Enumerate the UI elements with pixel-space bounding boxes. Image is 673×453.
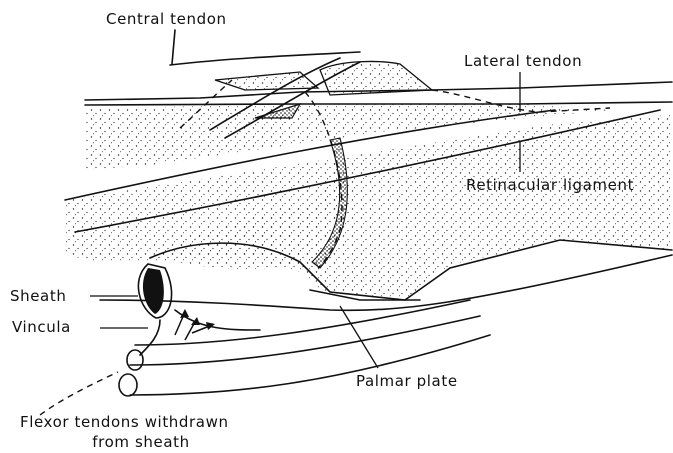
flexor-tendons-label-line1: Flexor tendons withdrawn: [20, 413, 229, 431]
dorsal-edge-lower: [85, 102, 672, 105]
retinacular-ligament-label: Retinacular ligament: [466, 176, 634, 194]
vincula-arrowhead-1: [180, 309, 189, 318]
leader-palmar-plate: [340, 306, 378, 368]
sheath-opening: [143, 268, 164, 314]
flexor-stub-2: [119, 374, 137, 396]
lateral-tendon-label: Lateral tendon: [464, 52, 582, 70]
vincula-thread-1: [140, 320, 160, 355]
flexor-tendon-lower: [130, 316, 480, 365]
central-tendon-pointer: [172, 30, 175, 64]
central-tendon-line: [170, 52, 360, 65]
vincula-thread-2: [175, 310, 260, 330]
dashed-flexor-lead: [40, 372, 118, 415]
flexor-tendons-label-line2: from sheath: [20, 433, 262, 451]
palmar-plate-label: Palmar plate: [356, 372, 458, 390]
central-tendon-label: Central tendon: [106, 10, 227, 28]
flexor-stub-1: [127, 350, 143, 370]
vincula-label: Vincula: [12, 318, 71, 336]
vincula-arrowhead-3: [206, 322, 215, 330]
sheath-label: Sheath: [10, 287, 66, 305]
